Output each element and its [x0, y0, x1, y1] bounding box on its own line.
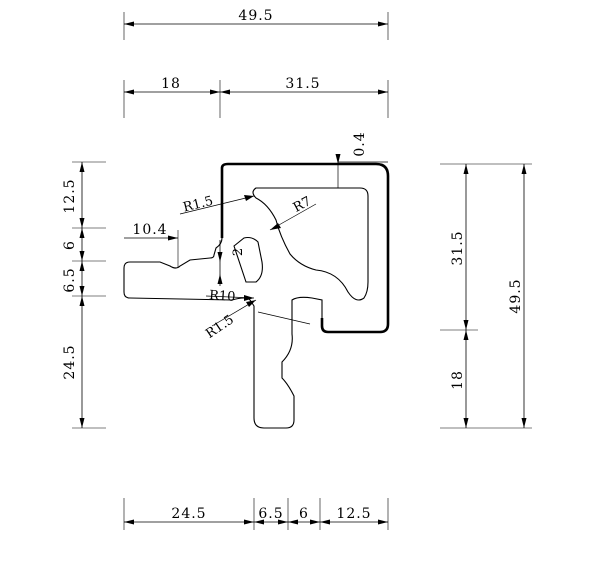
radius-r1-5-top: R1.5 — [182, 194, 215, 216]
dim-right-overall: 49.5 — [508, 278, 524, 313]
dim-wall-thickness: 0.4 — [352, 131, 368, 156]
extension-lines — [72, 12, 532, 530]
dimension-lines — [79, 21, 527, 525]
dim-top-overall: 49.5 — [238, 8, 273, 24]
dim-left-6: 6 — [62, 240, 78, 250]
dim-bottom-12-5: 12.5 — [336, 506, 371, 522]
dim-top-right: 31.5 — [285, 76, 320, 92]
dim-right-31-5: 31.5 — [450, 230, 466, 265]
extrusion-profile — [123, 162, 390, 429]
dim-right-18: 18 — [450, 370, 466, 390]
radius-r7: R7 — [291, 194, 314, 216]
profile-thick-wall — [220, 162, 390, 334]
dim-top-left: 18 — [161, 76, 181, 92]
radius-r1-5-bottom: R1.5 — [203, 312, 237, 341]
dim-bottom-24-5: 24.5 — [171, 506, 206, 522]
dim-bottom-6-5: 6.5 — [258, 506, 283, 522]
dim-left-12-5: 12.5 — [62, 178, 78, 213]
profile-neck — [233, 236, 263, 283]
dim-bottom-6: 6 — [299, 506, 309, 522]
dim-gap-2: 2 — [231, 248, 246, 256]
dim-left-24-5: 24.5 — [62, 344, 78, 379]
dim-left-6-5: 6.5 — [62, 267, 78, 292]
radius-r10: R10 — [209, 288, 236, 305]
dim-arm-length: 10.4 — [132, 222, 167, 238]
profile-cavity — [252, 187, 369, 301]
